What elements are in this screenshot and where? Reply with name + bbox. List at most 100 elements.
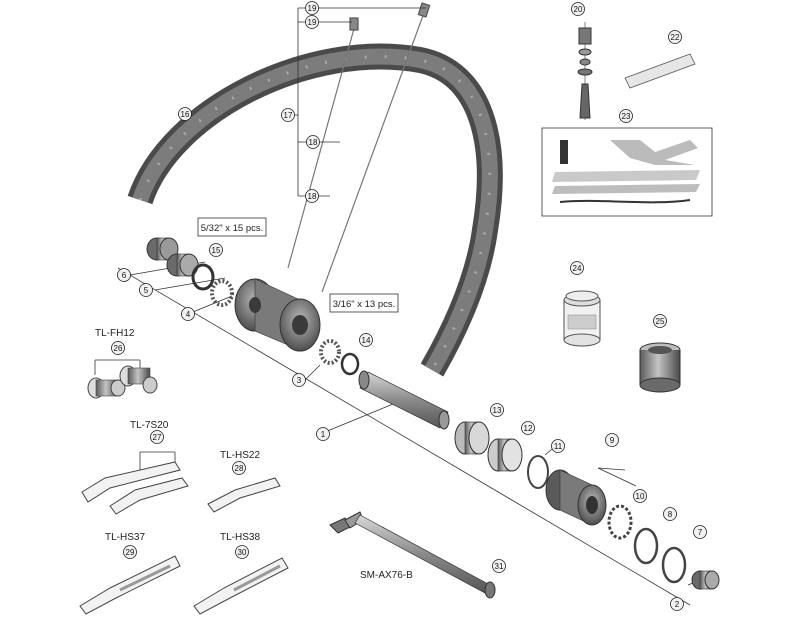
callout-circle: [570, 261, 584, 275]
callout-19b: 19: [305, 15, 319, 29]
grease-jar: [563, 290, 601, 347]
callout-number: 16: [181, 110, 190, 119]
callout-3: 3: [292, 373, 306, 387]
callout-number: 18: [308, 192, 317, 201]
callout-12: 12: [521, 421, 535, 435]
callout-number: 26: [114, 344, 123, 353]
callout-18b: 18: [305, 189, 319, 203]
callout-circle: [209, 243, 223, 257]
decal-set: [541, 127, 713, 217]
callout-22: 22: [668, 30, 682, 44]
callout-circle: [316, 427, 330, 441]
callout-circle: [571, 2, 585, 16]
callout-circle: [551, 439, 565, 453]
label-tl-hs38: TL-HS38: [220, 532, 260, 543]
callout-number: 19: [308, 4, 317, 13]
callout-20: 20: [571, 2, 585, 16]
thru-axle: [329, 511, 496, 599]
spec-label-front: 5/32" x 15 pcs.: [197, 217, 267, 237]
ball-bearing-front: [210, 279, 234, 307]
callout-18a: 18: [306, 135, 320, 149]
callout-19a: 19: [305, 1, 319, 15]
callout-11: 11: [551, 439, 565, 453]
callout-4: 4: [181, 307, 195, 321]
dust-seal-front: [191, 263, 215, 291]
callout-circle: [693, 525, 707, 539]
spec-rear-text: 3/16" x 13 pcs.: [333, 299, 396, 310]
hub-body: [234, 278, 321, 352]
spoke-leader: [290, 7, 426, 197]
callout-number: 11: [554, 442, 563, 451]
callout-number: 12: [524, 424, 533, 433]
tool-tl-fh12: [87, 359, 158, 399]
callout-number: 30: [238, 548, 247, 557]
tool-tl-hs22: [207, 477, 281, 513]
rim: [127, 43, 503, 377]
callout-8: 8: [663, 507, 677, 521]
seal-8: [633, 527, 659, 565]
spec-label-rear: 3/16" x 13 pcs.: [329, 293, 399, 313]
callout-circle: [178, 107, 192, 121]
callout-circle: [670, 597, 684, 611]
freehub-ring-13: [454, 421, 490, 455]
freehub-ring-12: [487, 438, 523, 472]
callout-number: 7: [698, 528, 703, 537]
callout-16: 16: [178, 107, 192, 121]
callout-number: 17: [284, 111, 293, 120]
freehub-body: [545, 469, 607, 526]
hub-axle: [358, 370, 450, 430]
callout-6: 6: [117, 268, 131, 282]
tool-tl-7s20: [81, 451, 189, 515]
callout-number: 25: [656, 317, 665, 326]
tool-tl-hs38: [193, 557, 289, 615]
callout-number: 3: [297, 376, 302, 385]
callout-30: 30: [235, 545, 249, 559]
callout-2: 2: [670, 597, 684, 611]
callout-circle: [232, 461, 246, 475]
callout-circle: [492, 559, 506, 573]
callout-circle: [619, 109, 633, 123]
end-cap-rear: [691, 570, 720, 590]
callout-circle: [150, 430, 164, 444]
callout-27: 27: [150, 430, 164, 444]
callout-number: 20: [574, 5, 583, 14]
callout-25: 25: [653, 314, 667, 328]
callout-circle: [235, 545, 249, 559]
callout-circle: [117, 268, 131, 282]
tool-tl-hs37: [79, 555, 181, 615]
callout-number: 31: [495, 562, 504, 571]
callout-number: 22: [671, 33, 680, 42]
callout-24: 24: [570, 261, 584, 275]
callout-10: 10: [633, 489, 647, 503]
callout-15: 15: [209, 243, 223, 257]
callout-circle: [668, 30, 682, 44]
callout-circle: [663, 507, 677, 521]
spec-front-text: 5/32" x 15 pcs.: [201, 223, 264, 234]
axle-spacer: [639, 342, 681, 393]
callout-circle: [111, 341, 125, 355]
callout-circle: [139, 283, 153, 297]
callout-number: 18: [309, 138, 318, 147]
label-tl-hs22: TL-HS22: [220, 450, 260, 461]
callout-circle: [633, 489, 647, 503]
callout-number: 14: [362, 336, 371, 345]
callout-29: 29: [123, 545, 137, 559]
callout-circle: [305, 1, 319, 15]
tubeless-valve: [577, 22, 593, 120]
callout-7: 7: [693, 525, 707, 539]
callout-number: 1: [321, 430, 326, 439]
callout-circle: [181, 307, 195, 321]
spokes: [287, 2, 431, 293]
callout-number: 27: [153, 433, 162, 442]
callout-number: 2: [675, 600, 680, 609]
callout-circle: [305, 189, 319, 203]
callout-number: 19: [308, 18, 317, 27]
rim-tape: [624, 53, 696, 89]
callout-26: 26: [111, 341, 125, 355]
freehub-pawl-ring: [607, 504, 633, 540]
callout-circle: [605, 433, 619, 447]
callout-5: 5: [139, 283, 153, 297]
callout-circle: [359, 333, 373, 347]
callout-circle: [123, 545, 137, 559]
